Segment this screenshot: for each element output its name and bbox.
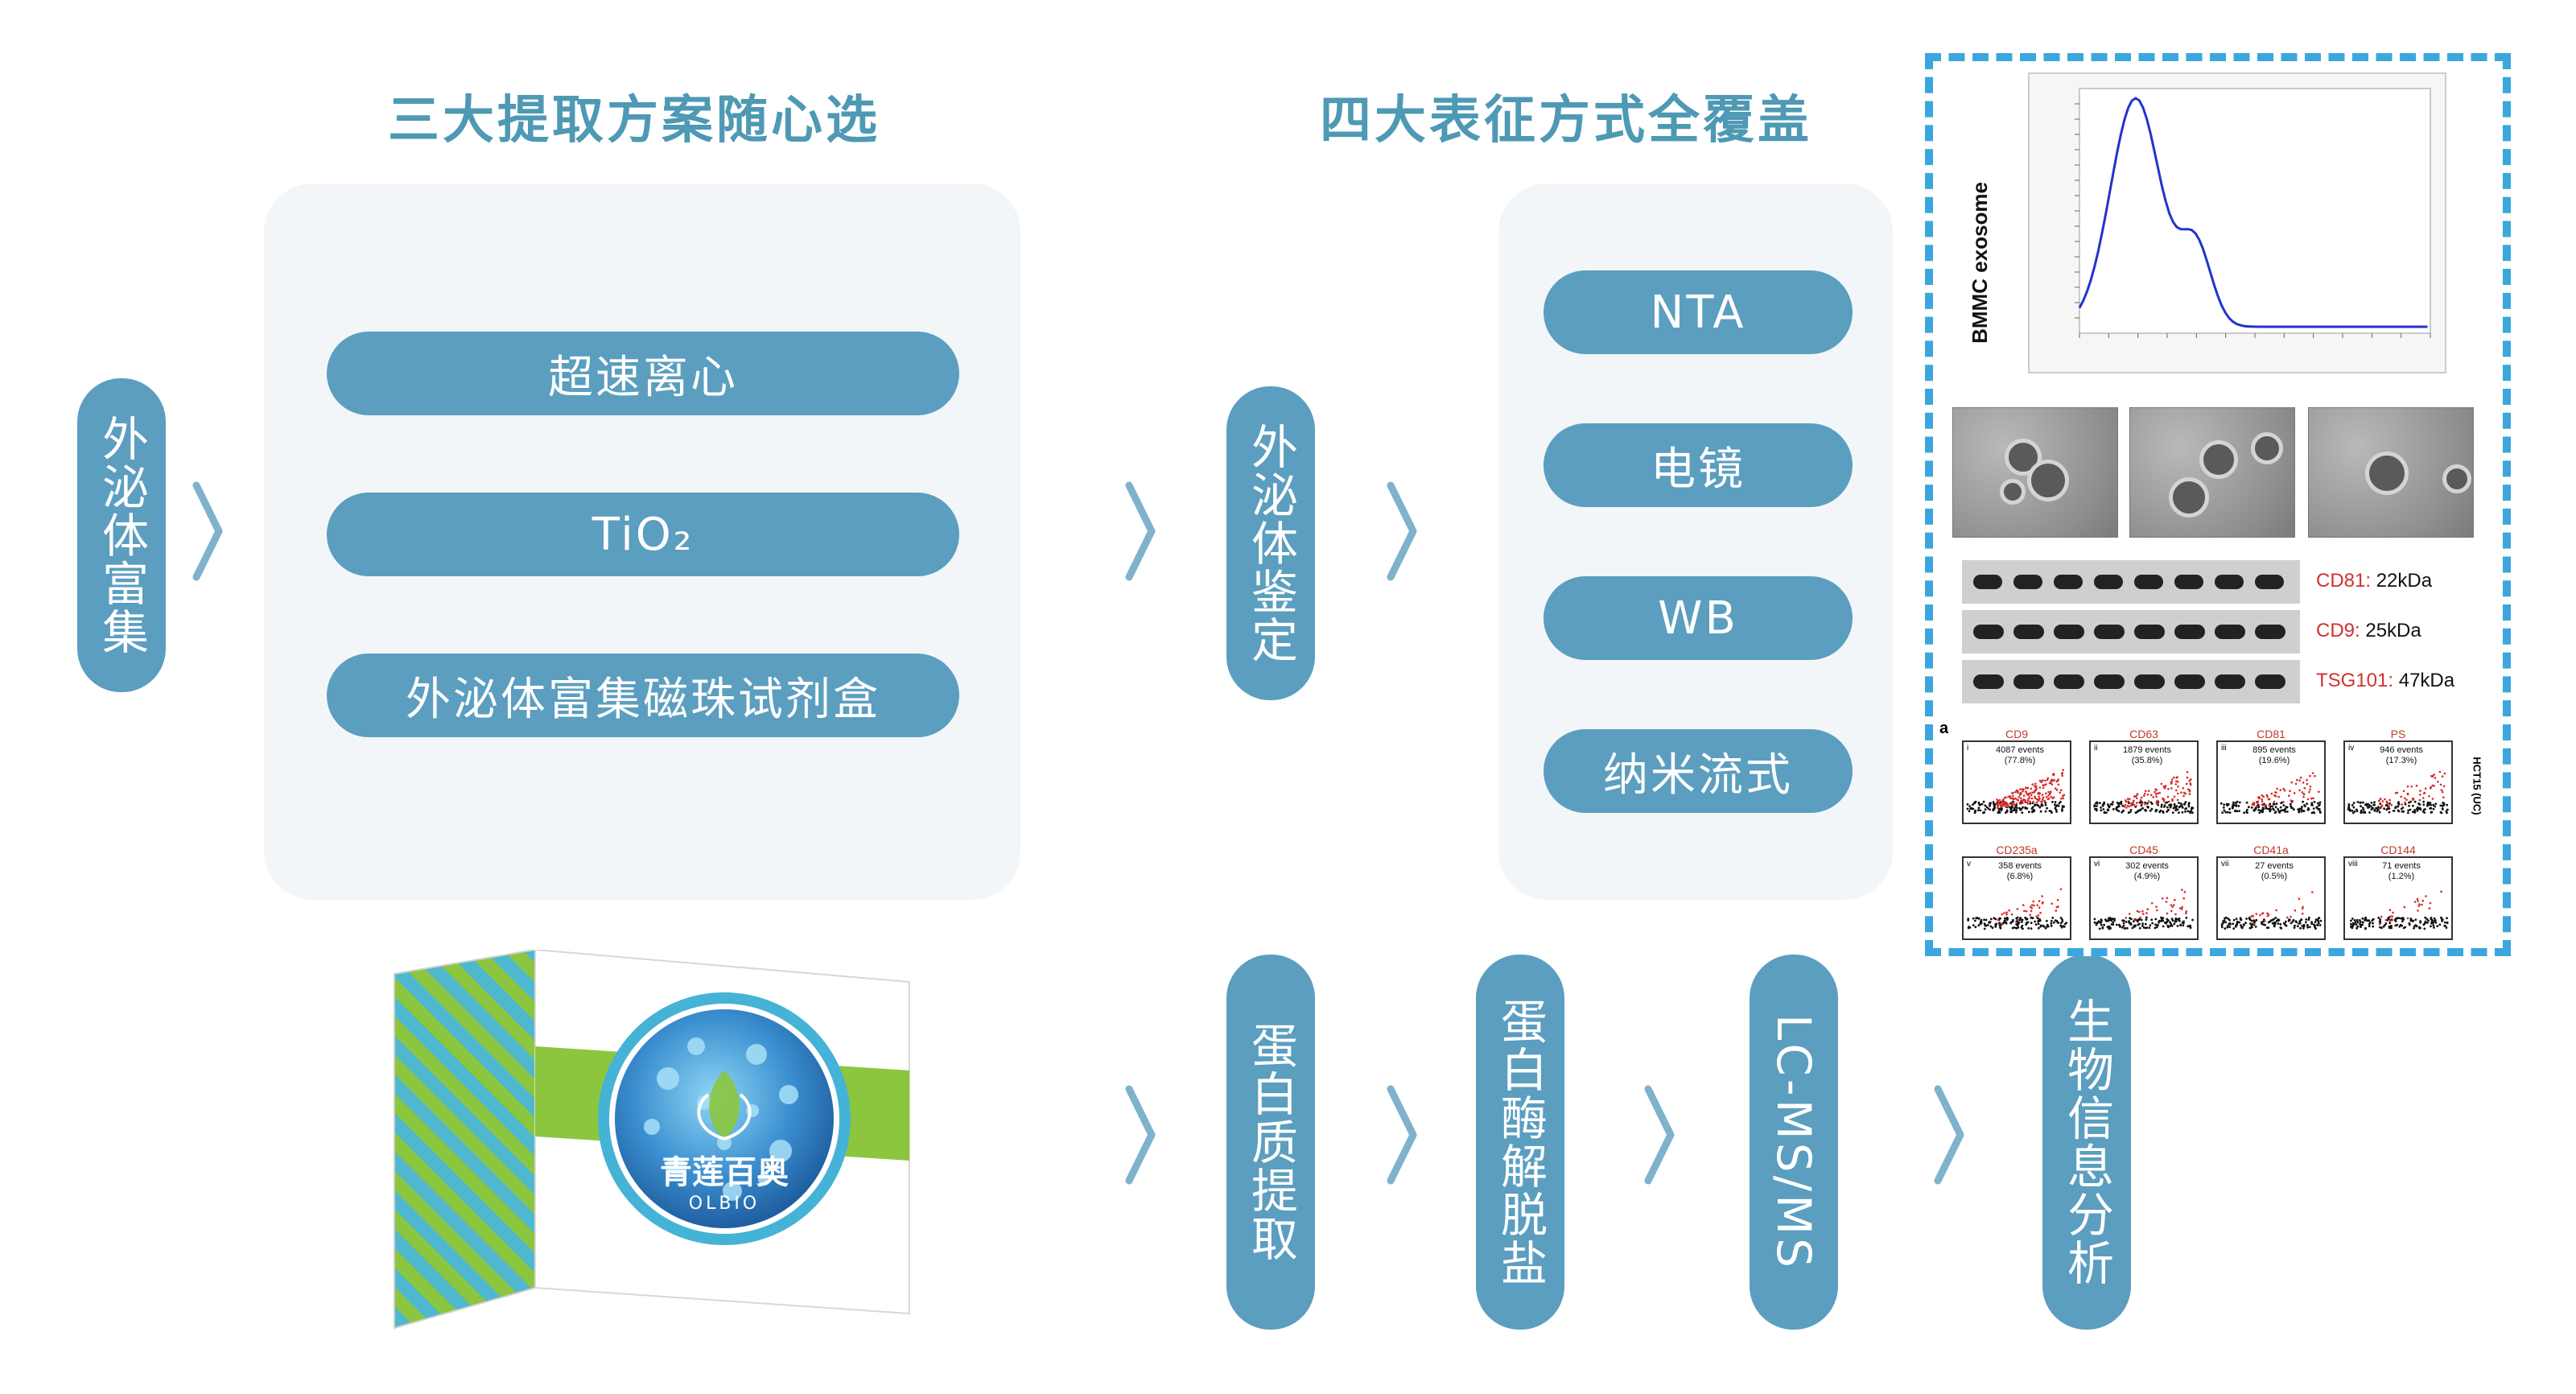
step-protein-extraction: 蛋白质提取	[1226, 955, 1315, 1330]
chevron-right-icon	[1125, 1085, 1156, 1185]
flow-panel-title: PS	[2390, 728, 2406, 740]
flow-panel-cd63: CD63 ii 1879 events(35.8%)	[2089, 728, 2199, 824]
step-exosome-identification: 外泌体鉴定	[1226, 386, 1315, 700]
step-exosome-enrichment: 外泌体富集	[77, 378, 166, 692]
flow-panel-index: i	[1967, 744, 1969, 753]
flow-scatter-plot: vi 302 events(4.9%)	[2089, 856, 2199, 940]
flow-panel-title: CD144	[2380, 843, 2416, 856]
wb-band-cd9	[1962, 610, 2300, 654]
wb-band-tsg101	[1962, 660, 2300, 703]
flow-panel-title: CD41a	[2253, 843, 2289, 856]
step-enzymatic-digestion-desalting: 蛋白酶解脱盐	[1476, 955, 1564, 1330]
em-image-1	[1952, 407, 2118, 538]
wb-band-cd81	[1962, 560, 2300, 604]
step-lc-ms-ms: LC-MS/MS	[1750, 955, 1838, 1330]
flow-scatter-plot: iii 895 events(19.6%)	[2216, 740, 2326, 824]
method-electron-microscopy: 电镜	[1544, 423, 1853, 507]
characterization-results-figure: BMMC exosome CD81: 22kDa CD9: 25kDa TSG1…	[1925, 53, 2511, 956]
step-bioinformatics-analysis: 生物信息分析	[2042, 955, 2131, 1330]
wb-label-cd81: CD81: 22kDa	[2316, 570, 2433, 592]
wb-label-cd9: CD9: 25kDa	[2316, 620, 2421, 641]
flow-scatter-plot: ii 1879 events(35.8%)	[2089, 740, 2199, 824]
method-tio2: TiO₂	[327, 493, 959, 576]
flow-scatter-plot: v 358 events(6.8%)	[1962, 856, 2071, 940]
flow-event-count: 4087 events(77.8%)	[1996, 745, 2044, 765]
em-image-2	[2129, 407, 2295, 538]
flow-panel-index: vii	[2221, 860, 2229, 868]
flow-scatter-plot: iv 946 events(17.3%)	[2343, 740, 2453, 824]
flow-panel-cd41a: CD41a vii 27 events(0.5%)	[2216, 843, 2326, 940]
wb-label-tsg101: TSG101: 47kDa	[2316, 670, 2455, 691]
flow-event-count: 1879 events(35.8%)	[2123, 745, 2171, 765]
nta-ylabel: BMMC exosome	[1967, 181, 1992, 344]
chevron-right-icon	[1125, 481, 1156, 581]
chevron-right-icon	[192, 481, 223, 581]
flow-event-count: 895 events(19.6%)	[2252, 745, 2296, 765]
flow-panel-index: iii	[2221, 744, 2227, 753]
box-brand-en: OLBIO	[689, 1194, 760, 1214]
method-magnetic-bead-kit: 外泌体富集磁珠试剂盒	[327, 654, 959, 737]
em-image-3	[2308, 407, 2474, 538]
method-nta: NTA	[1544, 270, 1853, 354]
flow-panel-title: CD9	[2005, 728, 2028, 740]
box-brand-cn: 青莲百奥	[660, 1154, 789, 1191]
flow-panel-title: CD235a	[1996, 843, 2038, 856]
flow-event-count: 71 events(1.2%)	[2382, 861, 2421, 881]
flow-panel-index: ii	[2094, 744, 2098, 753]
flow-panel-title: CD63	[2129, 728, 2158, 740]
flow-panel-ps: PS iv 946 events(17.3%)	[2343, 728, 2453, 824]
method-wb: WB	[1544, 576, 1853, 660]
nta-size-distribution-chart	[2028, 72, 2446, 373]
flow-scatter-plot: i 4087 events(77.8%)	[1962, 740, 2071, 824]
flow-panel-title: CD81	[2257, 728, 2285, 740]
flow-panel-cd45: CD45 vi 302 events(4.9%)	[2089, 843, 2199, 940]
extraction-heading: 三大提取方案随心选	[388, 91, 880, 151]
method-nano-flow: 纳米流式	[1544, 729, 1853, 813]
flow-panel-index: viii	[2348, 860, 2358, 868]
flow-cytometry-panels: CD9 i 4087 events(77.8%) CD63 ii 1879 events(…	[1962, 728, 2461, 947]
chevron-right-icon	[1387, 1085, 1417, 1185]
exosome-kit-box-image: 青莲百奥 OLBIO	[394, 950, 910, 1330]
flow-event-count: 358 events(6.8%)	[1998, 861, 2042, 881]
flow-panel-cd9: CD9 i 4087 events(77.8%)	[1962, 728, 2071, 824]
flow-panel-index: iv	[2348, 744, 2355, 753]
flow-event-count: 302 events(4.9%)	[2125, 861, 2169, 881]
chevron-right-icon	[1387, 481, 1417, 581]
flow-event-count: 27 events(0.5%)	[2255, 861, 2294, 881]
flow-panel-title: CD45	[2129, 843, 2158, 856]
flow-panel-cd81: CD81 iii 895 events(19.6%)	[2216, 728, 2326, 824]
flow-event-count: 946 events(17.3%)	[2380, 745, 2423, 765]
flow-scatter-plot: vii 27 events(0.5%)	[2216, 856, 2326, 940]
flow-panel-index: vi	[2094, 860, 2100, 868]
characterization-heading: 四大表征方式全覆盖	[1320, 91, 1812, 151]
flow-scatter-plot: viii 71 events(1.2%)	[2343, 856, 2453, 940]
flow-panel-cd235a: CD235a v 358 events(6.8%)	[1962, 843, 2071, 940]
chevron-right-icon	[1934, 1085, 1964, 1185]
flow-panel-letter: a	[1939, 720, 1949, 737]
flow-panel-index: v	[1967, 860, 1971, 868]
flow-side-label: HCT15 (UC)	[2471, 756, 2483, 815]
method-ultracentrifuge: 超速离心	[327, 332, 959, 415]
chevron-right-icon	[1644, 1085, 1675, 1185]
flow-panel-cd144: CD144 viii 71 events(1.2%)	[2343, 843, 2453, 940]
